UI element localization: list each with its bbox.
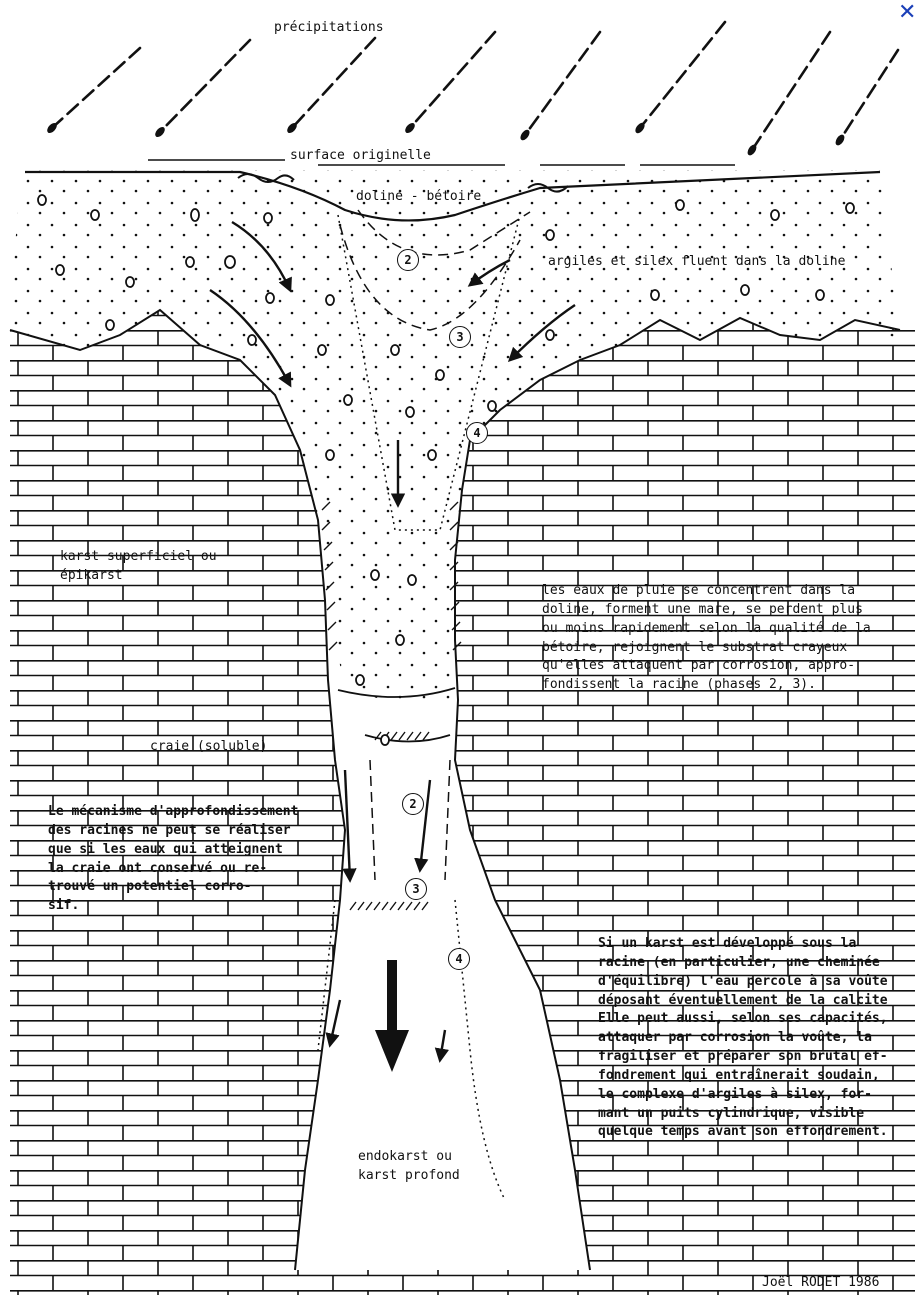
label-mechanism-text: Le mécanisme d'approfondissement des rac… (48, 803, 298, 916)
label-endokarst: endokarst ou karst profond (358, 1148, 460, 1186)
label-rainwater-text: les eaux de pluie se concentrent dans la… (542, 582, 871, 695)
label-doline: doline - bétoire (356, 188, 481, 207)
close-icon[interactable]: ✕ (898, 2, 916, 24)
label-chalk: craie (soluble) (150, 738, 267, 757)
label-clay-flint: argiles et silex fluent dans la doline (548, 253, 845, 272)
collapse-arrow (375, 960, 409, 1072)
rain-drops (45, 121, 846, 157)
rain-streaks (52, 22, 898, 150)
label-precipitations: précipitations (274, 19, 384, 38)
phase-marker-2-lower: 2 (402, 793, 424, 815)
label-karst-text: Si un karst est développé sous la racine… (598, 935, 888, 1142)
label-epikarst: karst superficiel ou épikarst (60, 548, 217, 586)
original-surface-line (148, 160, 735, 165)
phase-marker-4-upper: 4 (466, 422, 488, 444)
signature: Joël RODET 1986 (762, 1274, 879, 1293)
label-original-surface: surface originelle (290, 147, 431, 166)
phase-marker-2-upper: 2 (397, 249, 419, 271)
phase-marker-3-lower: 3 (405, 878, 427, 900)
phase-marker-3-upper: 3 (449, 326, 471, 348)
phase-marker-4-lower: 4 (448, 948, 470, 970)
